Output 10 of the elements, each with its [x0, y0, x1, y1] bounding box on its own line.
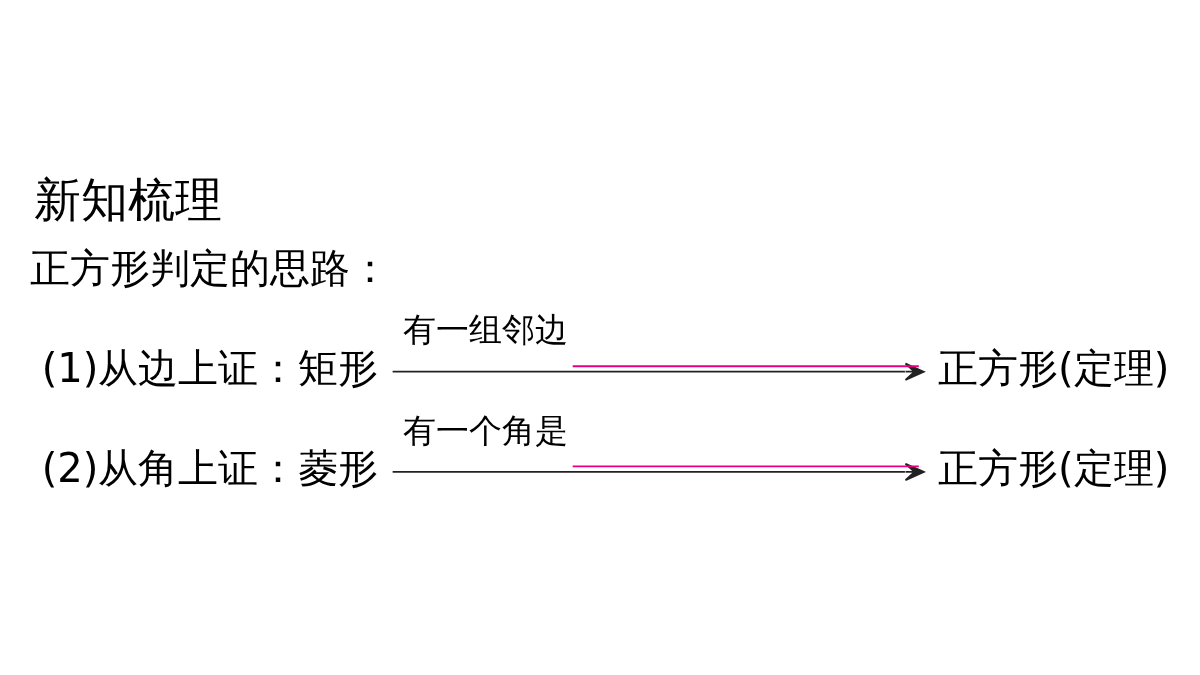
arrow [391, 362, 925, 381]
node-text: (1)从边上证：矩形 [41, 344, 379, 391]
node-text: (2)从角上证：菱形 [41, 444, 379, 491]
node-text: 正方形(定理) [938, 344, 1170, 391]
edge-label: 有一组邻边 [403, 310, 569, 349]
edge-label: 有一个角是 [403, 411, 569, 450]
label: 正方形判定的思路： [30, 244, 391, 291]
arrow [391, 462, 925, 481]
node-text: 正方形(定理) [938, 444, 1170, 491]
diagram-title: 新知梳理 [34, 171, 223, 227]
